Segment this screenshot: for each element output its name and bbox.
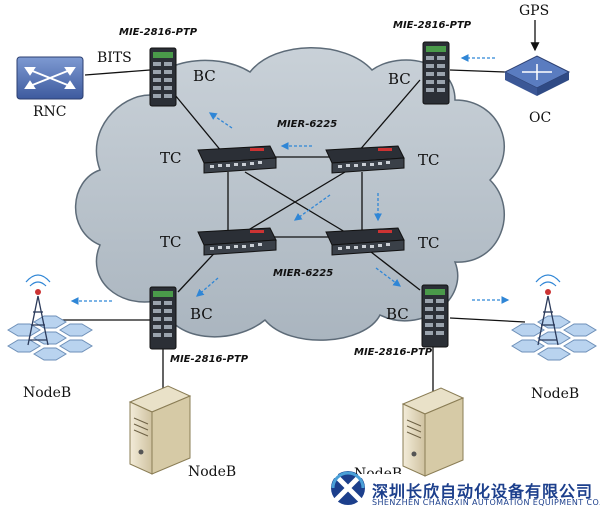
nodeb-label-left: NodeB	[23, 385, 72, 401]
nodeb-tower-left-icon	[7, 274, 93, 361]
oc-switch-icon	[503, 55, 571, 96]
mie-switch-top-right	[422, 41, 450, 105]
tc-label-bottom-right: TC	[418, 234, 440, 252]
mier-label-top: MIER-6225	[277, 119, 338, 130]
nodeb-tower-right-icon	[511, 274, 597, 361]
mier-label-bottom: MIER-6225	[273, 268, 334, 279]
nodeb-server-right-icon	[401, 387, 465, 477]
mie-switch-bottom-left	[149, 286, 177, 350]
mier-switch-top-right	[325, 145, 405, 174]
gps-label: GPS	[519, 3, 550, 19]
company-logo-icon	[331, 471, 365, 505]
nodeb-label-right: NodeB	[531, 386, 580, 402]
nodeb-label-partial: NodeB	[354, 466, 403, 474]
mie-switch-bottom-right	[421, 284, 449, 348]
bc-label-top-right: BC	[388, 70, 411, 88]
bc-label-top-left: BC	[193, 67, 216, 85]
tc-label-top-left: TC	[160, 149, 182, 167]
nodeb-label-server: NodeB	[188, 464, 237, 480]
tc-label-bottom-left: TC	[160, 233, 182, 251]
mie-label-top-right: MIE-2816-PTP	[393, 20, 472, 31]
rnc-router-icon	[16, 56, 84, 100]
mie-switch-top-left	[149, 47, 177, 107]
nodeb-server-left-icon	[128, 385, 192, 475]
company-name-cn: 深圳长欣自动化设备有限公司	[372, 482, 594, 501]
mier-switch-bottom-left	[197, 227, 277, 256]
mier-switch-top-left	[197, 145, 277, 174]
bc-label-bottom-left: BC	[190, 305, 213, 323]
mier-switch-bottom-right	[325, 227, 405, 256]
mie-label-bottom-right: MIE-2816-PTP	[354, 347, 433, 358]
bits-label: BITS	[97, 50, 132, 66]
company-name-en: SHENZHEN CHANGXIN AUTOMATION EQUIPMENT C…	[372, 498, 600, 507]
rnc-label: RNC	[33, 104, 67, 120]
mie-label-top-left: MIE-2816-PTP	[119, 27, 198, 38]
bc-label-bottom-right: BC	[386, 305, 409, 323]
oc-label: OC	[529, 110, 552, 126]
mie-label-bottom-left: MIE-2816-PTP	[170, 354, 249, 365]
clock-flow-arrows	[70, 54, 510, 305]
tc-label-top-right: TC	[418, 151, 440, 169]
